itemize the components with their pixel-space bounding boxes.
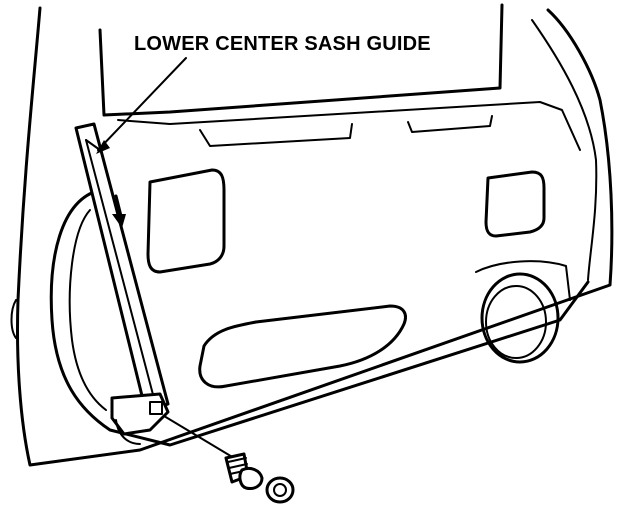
bolt-icon bbox=[224, 452, 264, 490]
access-hole-upper-right bbox=[484, 170, 546, 238]
belt-line-slot-right bbox=[407, 115, 493, 133]
door-outer-edge bbox=[16, 6, 614, 467]
callout-label: LOWER CENTER SASH GUIDE bbox=[134, 33, 431, 55]
window-frame bbox=[98, 3, 504, 117]
speaker-opening-inner bbox=[485, 285, 547, 359]
access-hole-upper-left bbox=[146, 168, 226, 274]
door-side-bulge bbox=[10, 299, 17, 339]
sash-guide-top bbox=[85, 139, 101, 151]
access-hole-lower bbox=[198, 304, 407, 389]
speaker-opening-outer bbox=[480, 272, 560, 364]
callout-leader-arrowhead bbox=[96, 140, 110, 154]
callout-leader-line bbox=[97, 57, 187, 151]
door-rear-edge bbox=[531, 19, 598, 281]
speaker-recess bbox=[475, 260, 571, 301]
bolt-path-line bbox=[163, 415, 235, 459]
sash-guide-rail bbox=[74, 122, 170, 414]
inner-panel-outline bbox=[49, 188, 590, 447]
sash-guide-channel bbox=[85, 139, 157, 407]
belt-line-slot-left bbox=[199, 123, 353, 147]
sash-guide-bracket bbox=[110, 392, 170, 436]
inner-panel-inner-line bbox=[68, 209, 107, 411]
direction-arrow-icon bbox=[112, 194, 126, 228]
inner-panel-top bbox=[117, 101, 581, 151]
bracket-lower-tab bbox=[115, 419, 141, 445]
bracket-bolt-hole bbox=[149, 401, 163, 415]
washer-icon bbox=[265, 476, 295, 504]
